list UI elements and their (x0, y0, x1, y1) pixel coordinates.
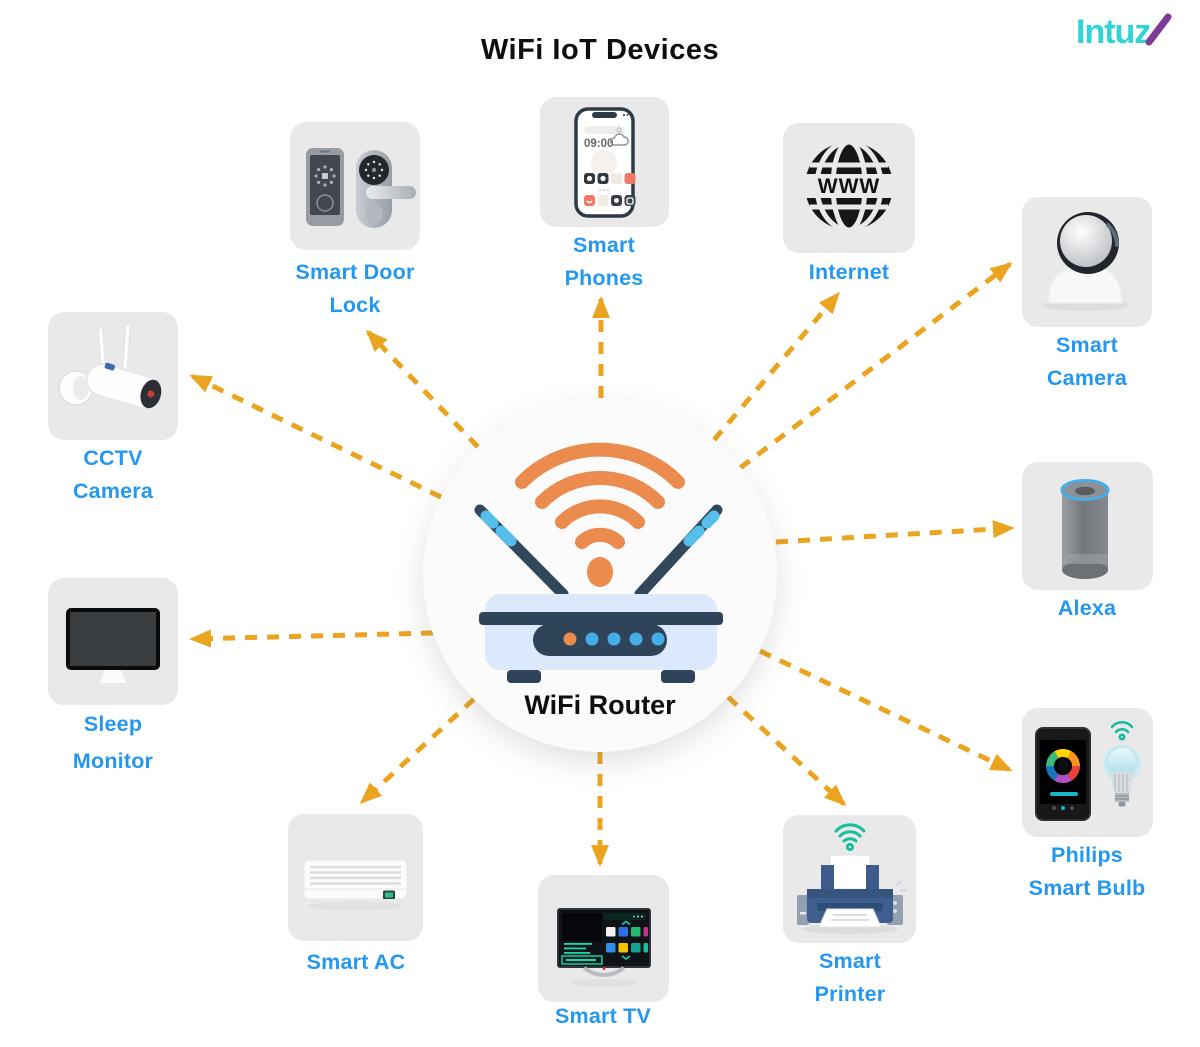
label-smart-printer: Smart Printer (814, 949, 886, 1006)
smart-ac-icon (303, 859, 408, 911)
label-philips-smart-bulb: Philips Smart Bulb (1028, 843, 1146, 900)
card-smart-tv (538, 875, 669, 1002)
wifi-router-icon: WiFi Router (474, 442, 723, 720)
card-alexa (1022, 462, 1153, 590)
card-internet: WWW (783, 123, 915, 253)
label-smart-ac: Smart AC (306, 950, 406, 974)
printer-wifi-icon (834, 823, 866, 852)
intuz-logo: Intuz (1076, 13, 1172, 51)
philips-smart-bulb-icon (1035, 721, 1141, 821)
label-smart-tv: Smart TV (555, 1004, 651, 1028)
card-smart-printer (783, 815, 916, 943)
alexa-speaker-icon (1060, 479, 1110, 579)
smart-printer-icon (797, 823, 907, 934)
connection-router-to-sleep (189, 629, 434, 648)
phone-app-grid (584, 173, 636, 206)
sleep-monitor-icon (66, 608, 160, 683)
smart-phone-icon: 09:00 (574, 107, 636, 218)
internet-globe-icon: WWW (799, 139, 899, 233)
wifi-signal-icon (515, 442, 685, 549)
label-smart-camera: Smart Camera (1046, 333, 1128, 390)
cloud-icon (610, 133, 629, 146)
router-body (479, 594, 723, 683)
color-wheel (1045, 749, 1081, 783)
logo-text: Intuz (1076, 13, 1150, 51)
label-smart-door-lock: Smart Door Lock (295, 260, 415, 317)
label-cctv-camera: CCTV Camera (72, 446, 154, 503)
tv-app-tiles (606, 920, 648, 960)
card-smart-phones: 09:00 (540, 97, 669, 227)
card-smart-ac (288, 814, 423, 941)
page-title: WiFi IoT Devices (480, 34, 720, 66)
router-label: WiFi Router (524, 690, 676, 720)
wifi-dot (587, 557, 613, 587)
smart-door-lock-icon (306, 148, 416, 228)
label-internet: Internet (808, 260, 890, 284)
card-philips-smart-bulb (1022, 708, 1153, 837)
card-cctv-camera (48, 312, 178, 440)
bulb-wifi-icon (1110, 721, 1134, 741)
card-smart-door-lock (290, 122, 420, 250)
label-sleep-monitor: Sleep Monitor (72, 712, 154, 773)
smart-tv-icon (557, 908, 651, 987)
phone-clock: 09:00 (584, 138, 613, 150)
cctv-camera-icon (58, 323, 163, 410)
card-smart-camera (1022, 197, 1152, 327)
connection-router-to-philips (758, 648, 1013, 773)
wifi-router-hub: WiFi Router (423, 398, 777, 752)
globe-www-text: WWW (818, 175, 880, 198)
connection-router-to-alexa (775, 520, 1015, 545)
card-sleep-monitor (48, 578, 178, 705)
smart-camera-icon (1042, 212, 1128, 311)
label-alexa: Alexa (1057, 596, 1117, 620)
router-antennas (474, 504, 723, 600)
label-smart-phones: Smart Phones (564, 233, 644, 290)
logo-z-slash (1145, 13, 1172, 46)
